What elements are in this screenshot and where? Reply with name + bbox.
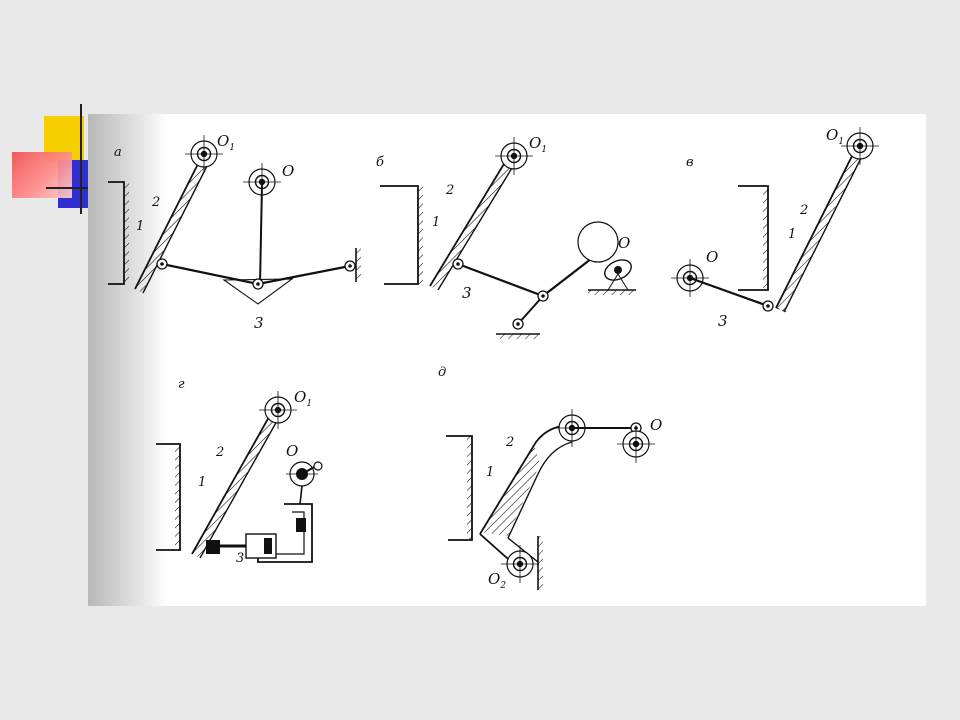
panel-g-label-o: O [286,442,298,460]
panel-d-label-1: 1 [486,465,494,480]
panel-b: б O1 O 2 1 3 [376,134,636,339]
panel-a-label-2: 2 [151,195,160,210]
panel-v-wall [738,185,769,291]
panel-a-label-o1: O1 [217,132,235,153]
panel-a-pin-center [252,278,264,290]
panel-a-arm [134,153,212,294]
panel-g-wall [156,443,181,551]
panel-v-label-o1: O1 [826,126,844,147]
panel-a-label-3: 3 [254,314,264,332]
decor-red-square [12,152,72,198]
panel-v-label-2: 2 [799,203,808,218]
panel-b-label-o1: O1 [529,134,547,155]
panel-v: в O1 O 2 1 3 [670,126,880,330]
panel-a-vertical-link [259,183,263,285]
panel-v-pin-arm [762,300,774,312]
panel-v-label-1: 1 [788,227,796,242]
decor-vertical-line [80,104,82,214]
panel-g-hydraulic-cylinder [206,503,313,563]
panel-g-label-3: 3 [236,551,244,566]
panel-b-ground-link [517,295,544,325]
panel-g-label-o1: O1 [294,388,312,409]
panel-b-ground [496,333,540,339]
panel-d-label-o: O [650,416,662,434]
panel-v-label-o: O [706,248,718,266]
panel-v-letter: в [686,155,694,170]
panel-b-arm [429,153,519,291]
panel-b-cam [577,221,636,295]
panel-b-label-3: 3 [462,284,472,302]
panel-b-label-o: O [618,234,630,252]
mechanism-diagram: а O1 O 2 1 3 [108,126,880,591]
panel-a-letter: а [114,145,122,160]
panel-d-letter: д [438,365,446,380]
panel-a-wall [108,181,129,285]
panel-g: г O1 O 2 1 3 [156,377,323,566]
panel-v-bearing-o1 [840,126,880,166]
panel-d-label-2: 2 [505,435,514,450]
panel-b-pin-arm [452,258,464,270]
panel-b-wall [380,185,423,285]
panel-d-wall [446,435,473,541]
panel-d: д O O2 2 1 [438,365,662,591]
panel-g-label-2: 2 [215,445,224,460]
panel-a-label-1: 1 [136,219,144,234]
decor-horizontal-line [46,187,90,189]
panel-b-pin-ground [512,318,524,330]
panel-v-link-3 [689,276,769,308]
panel-b-pin-center [537,290,549,302]
panel-v-arm [775,147,865,313]
panel-b-label-1: 1 [432,215,440,230]
panel-d-label-o2: O2 [488,570,506,591]
panel-v-label-3: 3 [718,312,728,330]
panel-d-bent-arm [479,424,573,567]
panel-d-bearing-o2 [500,544,540,584]
panel-a-pin-ground [344,260,356,272]
panel-g-valve [286,461,323,505]
panel-g-letter: г [178,377,185,392]
panel-g-label-1: 1 [198,475,206,490]
panel-b-linkage [457,251,601,298]
panel-a-ground [355,248,361,282]
panel-a: а O1 O 2 1 3 [108,132,361,332]
figure-panel: а O1 O 2 1 3 [88,114,926,606]
panel-d-ground [537,536,543,590]
panel-a-label-o: O [282,162,294,180]
panel-b-letter: б [376,155,384,170]
panel-a-pin-arm [156,258,168,270]
panel-b-label-2: 2 [445,183,454,198]
panel-g-arm [191,407,283,559]
